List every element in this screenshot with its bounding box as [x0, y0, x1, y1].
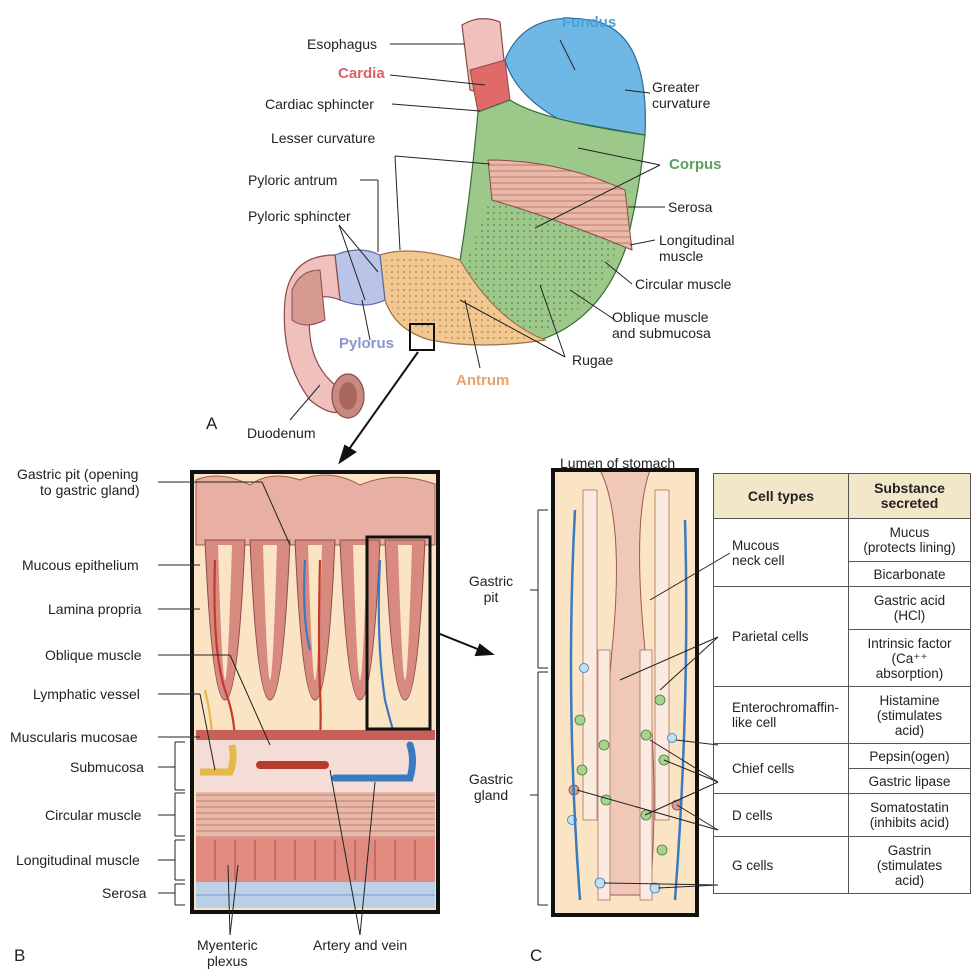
panel-letter-b: B [14, 946, 25, 966]
label-oblique-submucosa-2: and submucosa [612, 325, 711, 341]
label-gastric-gland-1: Gastric [466, 771, 516, 787]
cell-type-text: D cells [732, 808, 773, 823]
label-gastric-pit-c-1: Gastric [466, 573, 516, 589]
label-lymphatic-vessel: Lymphatic vessel [33, 686, 140, 702]
substance-text: Mucus [890, 525, 930, 540]
label-antrum: Antrum [456, 373, 509, 389]
label-circular-muscle-b: Circular muscle [45, 807, 141, 823]
label-greater-curvature-1: Greater [652, 79, 699, 95]
label-circular-muscle-a: Circular muscle [635, 276, 731, 292]
substance-text: absorption) [876, 666, 944, 681]
substance-text: Somatostatin [870, 800, 949, 815]
panel-letter-a: A [206, 414, 217, 434]
cell-type-text: Enterochromaffin- [732, 700, 839, 715]
wall-section-illustration [192, 472, 438, 912]
cell-type-text: neck cell [732, 553, 785, 568]
substance-cell: Somatostatin (inhibits acid) [849, 794, 971, 837]
label-muscularis-mucosae: Muscularis mucosae [10, 729, 138, 745]
substance-text: Bicarbonate [873, 567, 945, 582]
cell-type-mucous-neck: Mucous neck cell [714, 519, 849, 587]
label-duodenum: Duodenum [247, 425, 316, 441]
cell-type-text: Mucous [732, 538, 779, 553]
cell-type-text: Chief cells [732, 761, 794, 776]
cell-type-text: Parietal cells [732, 629, 809, 644]
substance-cell: Mucus (protects lining) [849, 519, 971, 562]
header-substance-line2: secreted [881, 495, 939, 511]
substance-cell: Gastric acid (HCl) [849, 587, 971, 630]
label-oblique-submucosa-1: Oblique muscle [612, 309, 709, 325]
label-longitudinal-muscle-b: Longitudinal muscle [16, 852, 140, 868]
label-pyloric-antrum: Pyloric antrum [248, 172, 337, 188]
label-esophagus: Esophagus [307, 36, 377, 52]
label-cardiac-sphincter: Cardiac sphincter [265, 96, 374, 112]
substance-text: (inhibits acid) [870, 815, 950, 830]
substance-cell: Gastric lipase [849, 769, 971, 794]
substance-text: acid) [895, 873, 924, 888]
label-lumen: Lumen of stomach [560, 455, 675, 471]
substance-text: Histamine [879, 693, 939, 708]
cell-type-text: like cell [732, 715, 776, 730]
label-gastric-pit-c-2: pit [466, 589, 516, 605]
cell-type-text: G cells [732, 858, 773, 873]
header-substance-line1: Substance [874, 480, 945, 496]
label-rugae: Rugae [572, 352, 613, 368]
substance-cell: Histamine (stimulates acid) [849, 687, 971, 744]
gastric-gland-illustration [553, 470, 697, 915]
header-substance-secreted: Substance secreted [849, 474, 971, 519]
cell-type-chief: Chief cells [714, 744, 849, 794]
header-cell-types: Cell types [714, 474, 849, 519]
label-corpus: Corpus [669, 157, 722, 173]
label-myenteric-1: Myenteric [197, 937, 258, 953]
cell-type-g: G cells [714, 837, 849, 894]
substance-text: Gastrin [888, 843, 932, 858]
substance-text: Gastric acid [874, 593, 945, 608]
substance-cell: Pepsin(ogen) [849, 744, 971, 769]
label-oblique-muscle: Oblique muscle [45, 647, 142, 663]
panel-letter-c: C [530, 946, 542, 966]
label-greater-curvature-2: curvature [652, 95, 710, 111]
substance-text: (Ca⁺⁺ [891, 651, 927, 666]
cell-types-table: Cell types Substance secreted Mucous nec… [713, 473, 971, 894]
label-myenteric-2: plexus [207, 953, 247, 969]
label-mucous-epithelium: Mucous epithelium [22, 557, 139, 573]
substance-cell: Intrinsic factor (Ca⁺⁺ absorption) [849, 630, 971, 687]
label-cardia: Cardia [338, 66, 385, 82]
substance-text: (stimulates [877, 708, 942, 723]
label-lamina-propria: Lamina propria [48, 601, 141, 617]
substance-text: Gastric lipase [869, 774, 951, 789]
label-longitudinal-muscle-a-2: muscle [659, 248, 703, 264]
label-pylorus: Pylorus [339, 336, 394, 352]
label-submucosa: Submucosa [70, 759, 144, 775]
label-gastric-pit-b-2: to gastric gland) [40, 482, 140, 498]
substance-text: (protects lining) [863, 540, 955, 555]
substance-text: Intrinsic factor [867, 636, 951, 651]
label-artery-vein: Artery and vein [313, 937, 407, 953]
cell-type-d: D cells [714, 794, 849, 837]
label-lesser-curvature: Lesser curvature [271, 130, 375, 146]
substance-text: acid) [895, 723, 924, 738]
cell-type-ecl: Enterochromaffin- like cell [714, 687, 849, 744]
label-serosa-b: Serosa [102, 885, 146, 901]
substance-text: (HCl) [894, 608, 926, 623]
label-gastric-gland-2: gland [466, 787, 516, 803]
label-gastric-pit-b-1: Gastric pit (opening [17, 466, 138, 482]
label-fundus: Fundus [562, 15, 616, 31]
label-pyloric-sphincter: Pyloric sphincter [248, 208, 351, 224]
substance-cell: Bicarbonate [849, 562, 971, 587]
label-longitudinal-muscle-a-1: Longitudinal [659, 232, 735, 248]
substance-text: (stimulates [877, 858, 942, 873]
substance-cell: Gastrin (stimulates acid) [849, 837, 971, 894]
substance-text: Pepsin(ogen) [869, 749, 949, 764]
label-serosa-a: Serosa [668, 199, 712, 215]
cell-type-parietal: Parietal cells [714, 587, 849, 687]
